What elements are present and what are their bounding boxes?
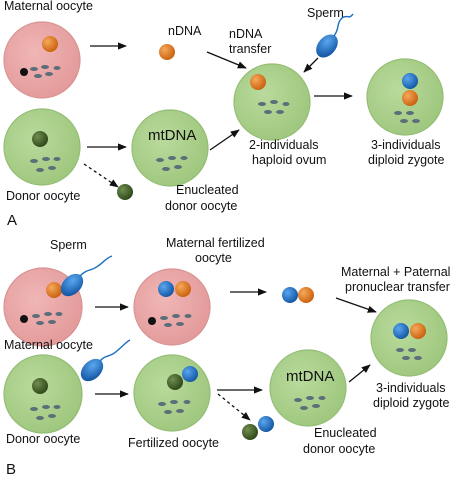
label-ndna: nDNA (168, 24, 202, 38)
label-pronuclear-2: pronuclear transfer (345, 280, 450, 294)
mitochondria-icon (258, 100, 290, 114)
paternal-pronucleus-icon (282, 287, 298, 303)
donor-oocyte-icon (269, 349, 347, 427)
removed-nucleus-icon (117, 184, 133, 200)
label-sperm-a: Sperm (307, 6, 344, 20)
label-haploid-1: 2-individuals (249, 138, 318, 152)
mitochondria-icon (394, 111, 420, 123)
arrow-icon (303, 57, 319, 73)
polar-body-icon (148, 317, 156, 325)
label-ndna-transfer-2: transfer (229, 42, 271, 56)
enucleated-oocyte-b (269, 349, 347, 427)
mitochondria-icon (158, 400, 191, 414)
panel-label-b: B (6, 461, 16, 478)
maternal-nucleus-icon (410, 323, 426, 339)
arrow-icon (335, 297, 377, 313)
maternal-oocyte-a (3, 21, 81, 99)
label-enucleated-a-2: donor oocyte (165, 199, 237, 213)
label-maternal-oocyte-b: Maternal oocyte (4, 338, 93, 352)
donor-oocyte-icon (3, 108, 81, 186)
nucleus-icon (32, 378, 48, 394)
panel-b: Sperm Maternal oocyte (3, 236, 450, 478)
ndna-nucleus-icon (159, 44, 175, 60)
paternal-nucleus-icon (158, 281, 174, 297)
label-enucleated-b-2: donor oocyte (303, 442, 375, 456)
mitochondria-icon (156, 156, 188, 171)
label-ndna-transfer-1: nDNA (229, 27, 263, 41)
donor-oocyte-a (3, 108, 81, 186)
arrow-icon (348, 364, 371, 383)
maternal-nucleus-icon (402, 90, 418, 106)
sperm-icon (80, 339, 131, 382)
polar-body-icon (20, 68, 28, 76)
label-haploid-2: haploid ovum (252, 153, 326, 167)
label-maternal-oocyte-a: Maternal oocyte (4, 0, 93, 13)
label-mtdna-b: mtDNA (286, 368, 334, 385)
paternal-nucleus-icon (402, 73, 418, 89)
arrow-icon (217, 393, 251, 421)
label-maternal-fertilized-1: Maternal fertilized (166, 236, 265, 250)
label-donor-oocyte-b: Donor oocyte (6, 432, 80, 446)
zygote-icon (370, 299, 448, 377)
donor-oocyte-icon (3, 354, 83, 434)
sperm-icon (60, 255, 113, 297)
label-zygote-a-2: diploid zygote (368, 153, 444, 167)
panel-a: Maternal oocyte nDNA nDNA transfer Sperm (3, 0, 444, 229)
label-maternal-fertilized-2: oocyte (195, 251, 232, 265)
donor-oocyte-icon (131, 109, 209, 187)
nucleus-icon (32, 131, 48, 147)
nucleus-icon (250, 74, 266, 90)
arrow-icon (83, 163, 119, 188)
arrow-icon (206, 51, 247, 69)
label-pronuclear-1: Maternal + Paternal (341, 265, 450, 279)
label-zygote-b-2: diploid zygote (373, 396, 449, 410)
paternal-nucleus-icon (182, 366, 198, 382)
nucleus-icon (46, 282, 62, 298)
maternal-fertilized-oocyte (133, 268, 211, 346)
removed-maternal-pronucleus-icon (242, 424, 258, 440)
removed-paternal-pronucleus-icon (258, 416, 274, 432)
mitochondria-icon (32, 312, 63, 325)
sperm-icon (316, 13, 354, 58)
donor-oocyte-icon (133, 354, 211, 432)
mitochondria-icon (30, 65, 61, 78)
mitochondria-icon (30, 157, 61, 172)
arrow-icon (209, 129, 240, 151)
mitochondria-icon (160, 314, 192, 327)
enucleated-oocyte-a (131, 109, 209, 187)
maternal-oocyte-icon (3, 21, 81, 99)
maternal-oocyte-icon (133, 268, 211, 346)
label-enucleated-b-1: Enucleated (314, 426, 377, 440)
maternal-nucleus-icon (167, 374, 183, 390)
panel-label-a: A (7, 212, 17, 229)
fertilized-oocyte (133, 354, 211, 432)
label-enucleated-a-1: Enucleated (176, 183, 239, 197)
zygote-a (366, 58, 444, 136)
label-zygote-b-1: 3-individuals (376, 381, 445, 395)
label-donor-oocyte-a: Donor oocyte (6, 189, 80, 203)
haploid-ovum (233, 63, 311, 141)
mitochondria-icon (294, 396, 326, 410)
mitochondria-icon (30, 405, 61, 420)
maternal-pronucleus-icon (298, 287, 314, 303)
label-fertilized-oocyte: Fertilized oocyte (128, 436, 219, 450)
donor-oocyte-b (3, 354, 83, 434)
label-zygote-a-1: 3-individuals (371, 138, 440, 152)
mitochondria-icon (396, 348, 422, 360)
polar-body-icon (20, 315, 28, 323)
label-mtdna-a: mtDNA (148, 127, 196, 144)
label-sperm-b: Sperm (50, 238, 87, 252)
maternal-nucleus-icon (175, 281, 191, 297)
zygote-b (370, 299, 448, 377)
paternal-nucleus-icon (393, 323, 409, 339)
nucleus-icon (42, 36, 58, 52)
